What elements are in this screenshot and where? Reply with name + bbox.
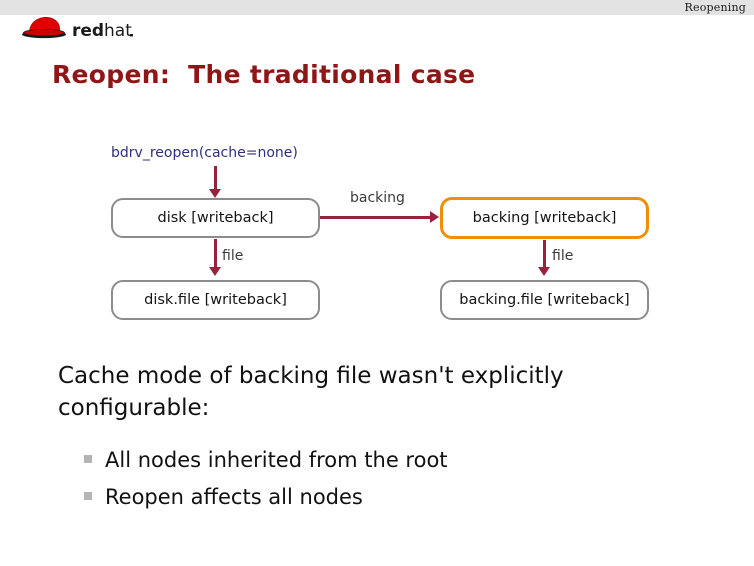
edge-label-file-left: file bbox=[222, 248, 244, 264]
node-backing-file[interactable]: backing.file [writeback] bbox=[440, 280, 649, 320]
page-title: Reopen: The traditional case bbox=[52, 60, 476, 89]
square-bullet-icon bbox=[84, 455, 92, 463]
edge-label-backing: backing bbox=[350, 190, 405, 206]
edge-disk-to-backing-arrowhead bbox=[430, 211, 439, 223]
header-section-label: Reopening bbox=[684, 1, 746, 14]
edge-backing-to-backing-file-line bbox=[543, 240, 546, 270]
redhat-fedora-icon: red hat bbox=[22, 17, 133, 41]
list-item-label: All nodes inherited from the root bbox=[105, 448, 448, 472]
slide-header-bar bbox=[0, 0, 754, 15]
edge-disk-to-disk-file-arrowhead bbox=[209, 267, 221, 276]
edge-label-file-right: file bbox=[552, 248, 574, 264]
list-item: Reopen affects all nodes bbox=[84, 483, 684, 511]
body-paragraph: Cache mode of backing file wasn't explic… bbox=[58, 363, 564, 421]
bullet-list: All nodes inherited from the root Reopen… bbox=[84, 446, 684, 520]
list-item: All nodes inherited from the root bbox=[84, 446, 684, 474]
square-bullet-icon bbox=[84, 492, 92, 500]
logo-text-red: red bbox=[72, 21, 104, 41]
redhat-logo: red hat bbox=[18, 15, 158, 41]
edge-call-to-disk-line bbox=[214, 166, 217, 192]
node-disk-file[interactable]: disk.file [writeback] bbox=[111, 280, 320, 320]
list-item-label: Reopen affects all nodes bbox=[105, 485, 363, 509]
logo-text-hat: hat bbox=[104, 21, 132, 41]
node-disk[interactable]: disk [writeback] bbox=[111, 198, 320, 238]
edge-backing-to-backing-file-arrowhead bbox=[538, 267, 550, 276]
node-backing[interactable]: backing [writeback] bbox=[440, 197, 649, 239]
edge-call-to-disk-arrowhead bbox=[209, 189, 221, 198]
edge-disk-to-backing-line bbox=[320, 216, 433, 219]
edge-disk-to-disk-file-line bbox=[214, 239, 217, 270]
bdrv-reopen-call-label: bdrv_reopen(cache=none) bbox=[111, 145, 298, 161]
